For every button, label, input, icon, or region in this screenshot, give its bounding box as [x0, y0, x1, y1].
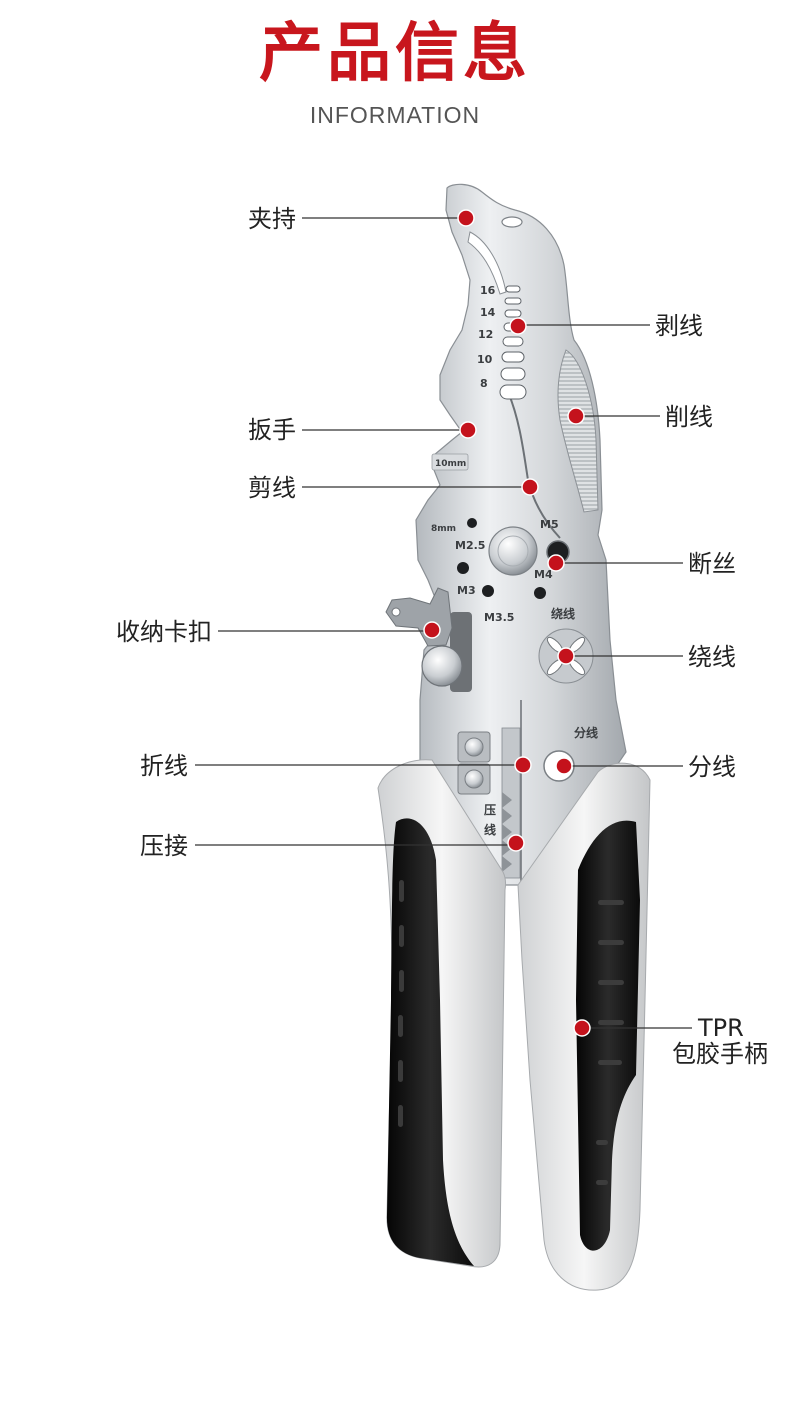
winding-label: 绕线: [551, 606, 575, 621]
callout-dot-wrench: [459, 421, 477, 439]
callout-label-handle-desc: 包胶手柄: [672, 1040, 768, 1068]
clip-bracket: [385, 587, 453, 647]
hole: [482, 585, 494, 597]
left-grip-ridges: [398, 880, 404, 1127]
grip-ridge: [399, 970, 404, 992]
hole-m5-label: M5: [540, 518, 559, 531]
callout-lines: [195, 217, 692, 1029]
callout-label-shaving: 削线: [665, 403, 713, 431]
hole: [457, 562, 469, 574]
callout-dot-bending: [514, 756, 532, 774]
callout-dot-bolt-cutting: [547, 554, 565, 572]
grip-ridge: [399, 925, 404, 947]
callout-label-clamping: 夹持: [248, 205, 296, 233]
hole-m35-label: M3.5: [484, 611, 514, 624]
gauge-numbers: 16 14 12 10 8: [477, 284, 496, 390]
clip-hole: [391, 607, 401, 617]
wrench-size-label: 10mm: [435, 459, 466, 469]
grip-ridge: [398, 1105, 403, 1127]
left-handle: [377, 759, 507, 1268]
pivot-bolt: [488, 526, 538, 576]
plier-head: 16 14 12 10 8 10mm 8mm M2.5 M5 M4 M3 M3.…: [385, 183, 627, 886]
bolt-holes: 8mm M2.5 M5 M4 M3 M3.5: [431, 518, 570, 624]
jaw-gap: [467, 231, 507, 295]
hole-8mm-label: 8mm: [431, 524, 456, 534]
crimp-label-1: 压: [484, 803, 496, 817]
gauge-slot: [501, 351, 525, 363]
gauge-slot: [505, 285, 521, 293]
hole: [534, 587, 546, 599]
crimp-teeth: [502, 792, 512, 872]
callout-dot-winding: [557, 647, 575, 665]
right-handle-grip: [576, 820, 640, 1251]
left-handle-grip: [386, 818, 474, 1266]
callout-label-storage-clip: 收纳卡扣: [116, 618, 212, 646]
callout-dot-cutting: [521, 478, 539, 496]
gauge-label: 16: [480, 284, 496, 297]
hole-m25-label: M2.5: [455, 539, 485, 552]
grip-ridge: [598, 980, 624, 985]
callout-label-winding: 绕线: [688, 643, 736, 671]
callout-label-bolt-cutting: 断丝: [688, 550, 736, 578]
gauge-slot: [504, 309, 522, 318]
gauge-slot: [500, 367, 526, 381]
gauge-slot: [504, 297, 522, 305]
callout-label-splitting: 分线: [688, 753, 736, 781]
grip-ridge: [598, 1020, 624, 1025]
callout-label-stripping: 剥线: [655, 312, 703, 340]
callout-label-handle-material: TPR: [697, 1014, 744, 1042]
callout-dot-stripping: [509, 317, 527, 335]
wrench-plate: [431, 453, 469, 471]
hole-m3-label: M3: [457, 584, 476, 597]
callout-dot-crimping: [507, 834, 525, 852]
page-subtitle: INFORMATION: [309, 102, 481, 128]
callout-label-bending: 折线: [140, 752, 188, 780]
serrated-blade: [557, 349, 599, 513]
grip-ridge: [596, 1140, 608, 1145]
grip-ridge: [598, 1060, 622, 1065]
gauge-label: 12: [478, 328, 493, 341]
callout-dot-handle: [573, 1019, 591, 1037]
clip-bolt: [421, 645, 463, 687]
grip-ridge: [398, 1015, 403, 1037]
callout-label-crimping: 压接: [140, 832, 188, 860]
gauge-slot: [499, 384, 527, 400]
jaw-hole: [501, 216, 523, 228]
hole-m4-label: M4: [534, 568, 553, 581]
grip-ridge: [598, 900, 624, 905]
grip-ridge: [596, 1180, 608, 1185]
callout-label-wrench: 扳手: [248, 416, 296, 444]
gauge-label: 14: [480, 306, 496, 319]
callout-dot-storage-clip: [423, 621, 441, 639]
page-title: 产品信息: [259, 17, 531, 91]
pivot-bolt-inner: [497, 535, 529, 567]
callout-dot-shaving: [567, 407, 585, 425]
bend-pad-bolt: [464, 737, 484, 757]
grip-ridge: [399, 880, 404, 902]
gauge-label: 8: [480, 377, 488, 390]
callout-labels: 夹持 扳手 剪线 收纳卡扣 折线 压接 剥线 削线 断丝 绕线 分线 TPR 包…: [116, 205, 768, 1068]
gauge-slot: [502, 336, 524, 347]
right-grip-ridges: [596, 900, 624, 1185]
callout-label-cutting: 剪线: [248, 474, 296, 502]
callout-dots: [423, 209, 591, 1037]
crimp-label-2: 线: [484, 822, 496, 837]
grip-ridge: [598, 940, 624, 945]
grip-ridge: [398, 1060, 403, 1082]
hole: [467, 518, 477, 528]
callout-dot-splitting: [555, 757, 573, 775]
gauge-label: 10: [477, 353, 493, 366]
bend-pad-bolt: [464, 769, 484, 789]
splitting-label: 分线: [574, 725, 598, 740]
callout-dot-clamping: [457, 209, 475, 227]
